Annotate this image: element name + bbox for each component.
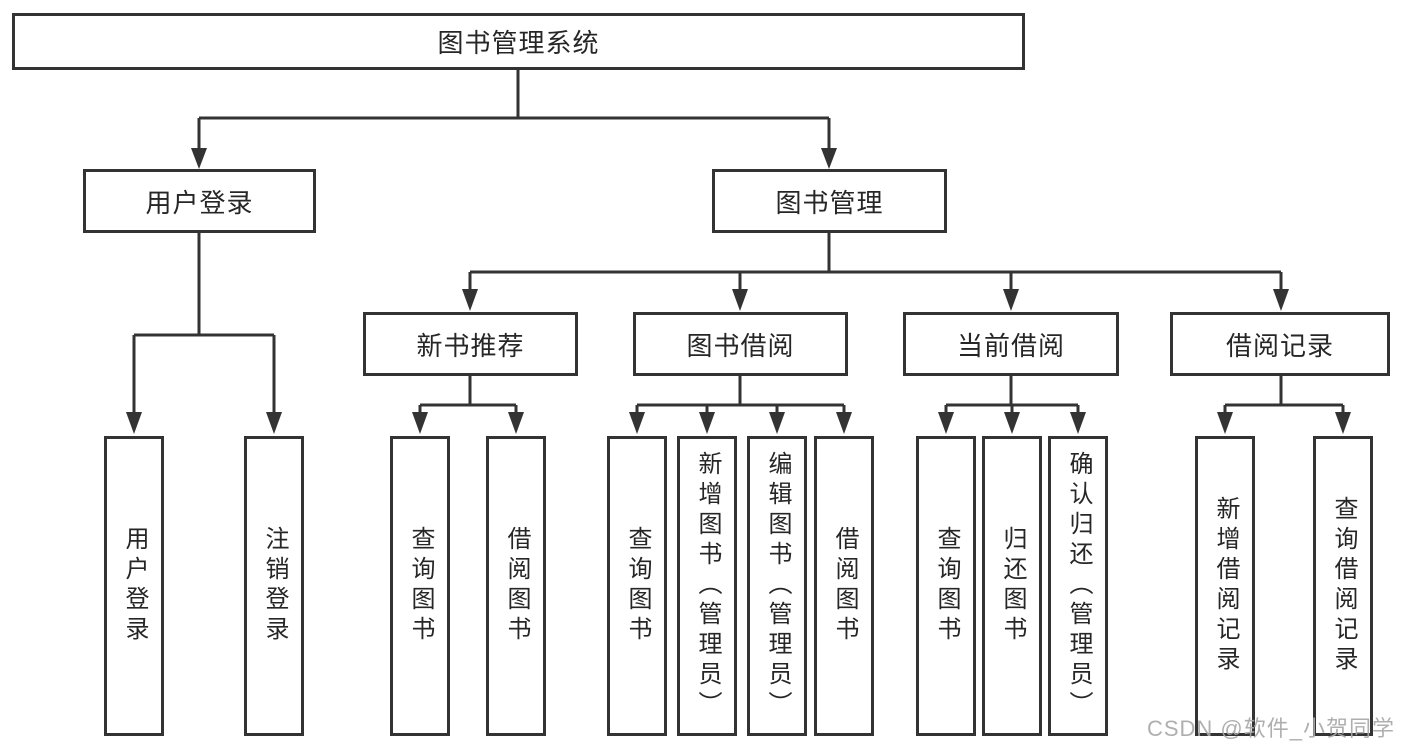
leaf-borrow-books: 借阅图书 (814, 436, 874, 736)
edge-new-book-recommend-children (412, 376, 524, 434)
leaf-borrow-books-recommend: 借阅图书 (486, 436, 546, 736)
leaf-query-books-current: 查询图书 (916, 436, 976, 736)
leaf-add-borrow-record: 新增借阅记录 (1195, 436, 1255, 736)
edge-book-management-children (462, 233, 1289, 311)
leaf-query-borrow-record: 查询借阅记录 (1313, 436, 1373, 736)
node-borrow-records: 借阅记录 (1170, 312, 1390, 376)
node-root: 图书管理系统 (12, 13, 1025, 70)
edge-book-borrow-children (629, 376, 852, 434)
leaf-add-book-admin: 新增图书（管理员） (677, 436, 737, 736)
leaf-return-books: 归还图书 (982, 436, 1042, 736)
leaf-confirm-return-admin: 确认归还（管理员） (1048, 436, 1108, 736)
node-user-login: 用户登录 (83, 169, 316, 233)
edge-current-borrow-children (938, 376, 1086, 434)
csdn-watermark: CSDN @软件_小贺同学 (1146, 716, 1395, 741)
edge-user-login-children (126, 233, 282, 434)
node-current-borrow: 当前借阅 (903, 312, 1119, 376)
leaf-edit-book-admin: 编辑图书（管理员） (747, 436, 807, 736)
leaf-logout: 注销登录 (244, 436, 304, 736)
edge-borrow-records-children (1217, 376, 1351, 434)
leaf-query-books-borrow: 查询图书 (607, 436, 667, 736)
node-new-book-recommend: 新书推荐 (363, 312, 578, 376)
node-book-management: 图书管理 (712, 169, 947, 233)
leaf-query-books-recommend: 查询图书 (390, 436, 450, 736)
leaf-user-login: 用户登录 (104, 436, 164, 736)
node-book-borrow: 图书借阅 (633, 312, 848, 376)
edge-root-to-level2 (191, 70, 837, 169)
